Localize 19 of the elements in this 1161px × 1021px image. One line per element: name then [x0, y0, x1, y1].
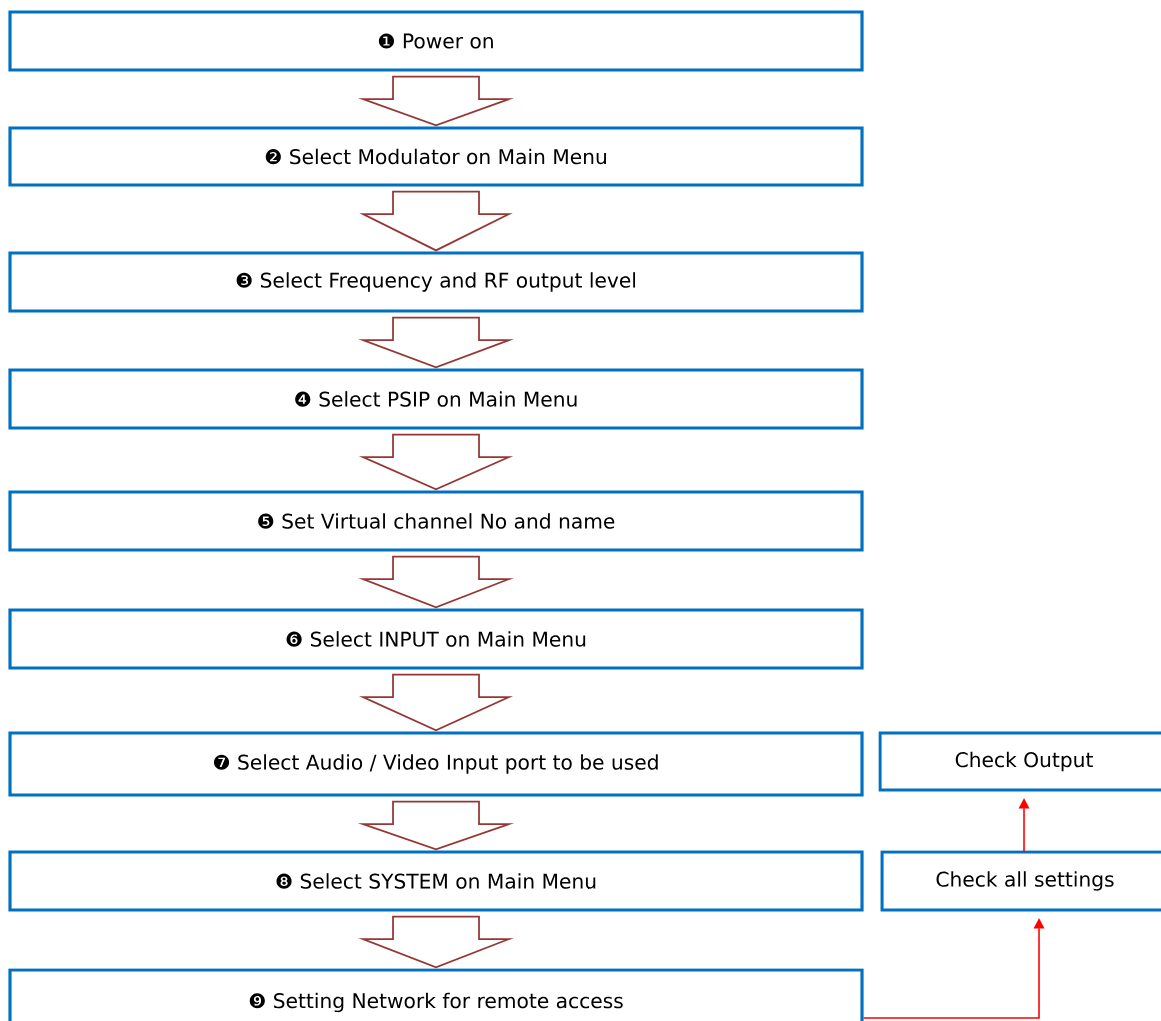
block-arrow [357, 75, 515, 127]
process-box: ❸ Select Frequency and RF output level [8, 251, 864, 313]
block-arrow [358, 316, 514, 369]
process-box: Check Output [878, 731, 1161, 792]
process-box: ❻ Select INPUT on Main Menu [8, 608, 864, 670]
process-box: ❶ Power on [8, 10, 864, 72]
process-box: ❼ Select Audio / Video Input port to be used [8, 731, 864, 797]
process-box: ❷ Select Modulator on Main Menu [8, 126, 864, 187]
block-arrow [358, 673, 514, 732]
process-box: ❾ Setting Network for remote access [8, 968, 864, 1021]
process-box: ❹ Select PSIP on Main Menu [8, 368, 864, 430]
block-arrow [359, 190, 513, 252]
block-arrow [358, 915, 514, 969]
process-box: Check all settings [880, 850, 1161, 912]
process-box: ❺ Set Virtual channel No and name [8, 490, 864, 552]
block-arrow [357, 800, 515, 851]
block-arrow [358, 555, 514, 609]
block-arrow [358, 433, 514, 491]
process-box: ❽ Select SYSTEM on Main Menu [8, 850, 864, 912]
